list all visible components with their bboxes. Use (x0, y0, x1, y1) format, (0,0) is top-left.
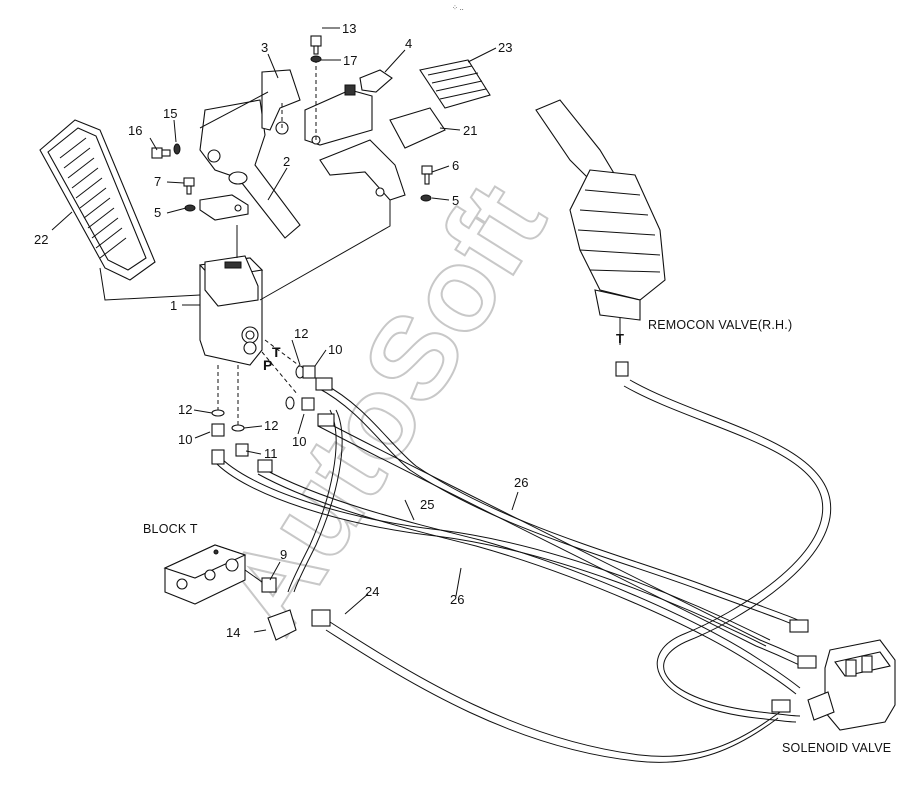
callout-14: 14 (226, 625, 240, 640)
hoses (213, 379, 832, 763)
callout-13: 13 (342, 21, 356, 36)
bracket-assembly (199, 69, 301, 239)
callout-10-left: 10 (178, 432, 192, 447)
leader-lines (51, 27, 519, 633)
callout-6: 6 (452, 158, 459, 173)
callout-9: 9 (280, 547, 287, 562)
callout-4: 4 (405, 36, 412, 51)
callout-10-mid: 10 (292, 434, 306, 449)
remocon-port-t: T (616, 331, 624, 346)
callout-12-left: 12 (178, 402, 192, 417)
callout-16: 16 (128, 123, 142, 138)
brake-valve-1 (198, 200, 391, 425)
label-block-t: BLOCK T (143, 522, 198, 536)
callout-5-left: 5 (154, 205, 161, 220)
callout-12-mid: 12 (264, 418, 278, 433)
callout-17: 17 (343, 53, 357, 68)
callout-23: 23 (498, 40, 512, 55)
remocon-valve (535, 99, 666, 377)
callout-22: 22 (34, 232, 48, 247)
label-remocon-valve: REMOCON VALVE(R.H.) (648, 318, 792, 332)
callout-15: 15 (163, 106, 177, 121)
callout-12-top: 12 (294, 326, 308, 341)
pedal-21-assembly (304, 59, 491, 201)
pedal-22 (39, 119, 201, 301)
port-label-p: P (263, 357, 272, 373)
callout-5-right: 5 (452, 193, 459, 208)
port-label-t: T (272, 344, 281, 360)
callout-26-upper: 26 (514, 475, 528, 490)
callout-2: 2 (283, 154, 290, 169)
component-labels: REMOCON VALVE(R.H.) BLOCK T SOLENOID VAL… (143, 318, 891, 755)
block-t (163, 544, 263, 605)
callout-11: 11 (264, 446, 278, 461)
callout-26-lower: 26 (450, 592, 464, 607)
callout-7: 7 (154, 174, 161, 189)
watermark: AutoSoft (194, 160, 572, 654)
callout-3: 3 (261, 40, 268, 55)
label-solenoid-valve: SOLENOID VALVE (782, 741, 891, 755)
corner-mark: ⁘ .. (452, 5, 464, 12)
watermark-text: AutoSoft (195, 161, 571, 653)
callout-24: 24 (365, 584, 379, 599)
callouts: 13 17 3 4 23 21 16 15 7 5 6 5 2 22 1 12 … (34, 21, 528, 640)
callout-21: 21 (463, 123, 477, 138)
solenoid-valve (771, 619, 896, 731)
callout-1: 1 (170, 298, 177, 313)
hardware (151, 35, 433, 212)
callout-25: 25 (420, 497, 434, 512)
callout-10-top: 10 (328, 342, 342, 357)
port-labels: P T T (263, 331, 624, 373)
